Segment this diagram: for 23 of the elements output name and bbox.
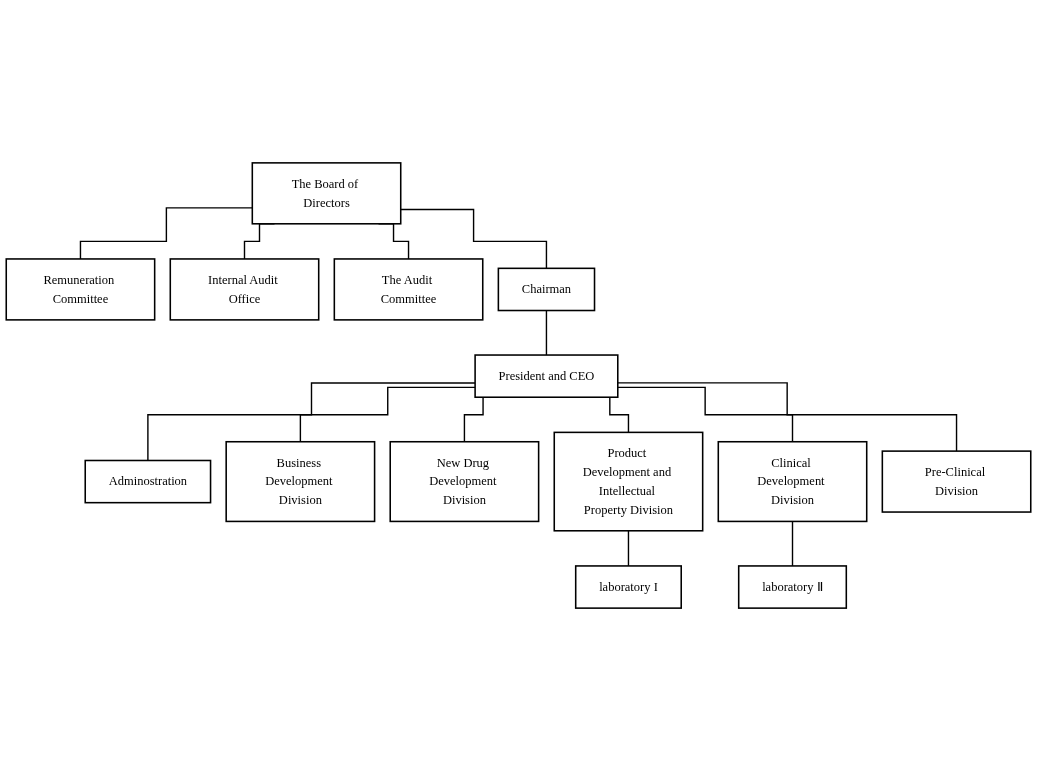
node-box: laboratory Ⅱ <box>737 565 848 609</box>
node-box: New Drug Development Division <box>389 440 540 523</box>
node-box: The Board of Directors <box>251 162 402 225</box>
connector <box>617 386 794 443</box>
node-box: Adminostration <box>84 459 212 504</box>
node-box: The Audit Committee <box>333 258 484 321</box>
connector <box>147 382 476 462</box>
connector <box>617 382 958 452</box>
connector <box>299 386 476 443</box>
node-box: Pre-Clinical Division <box>881 450 1032 513</box>
node-box: laboratory I <box>574 565 682 609</box>
connector <box>627 530 630 567</box>
connector <box>545 309 548 356</box>
connector <box>791 520 794 567</box>
node-box: Product Development and Intellectual Property Division <box>553 431 704 532</box>
connector <box>400 208 548 270</box>
node-box: Chairman <box>497 267 596 312</box>
connector <box>79 207 253 260</box>
node-box: Business Development Division <box>225 440 376 523</box>
node-box: Clinical Development Division <box>717 440 868 523</box>
node-box: Internal Audit Office <box>169 258 320 321</box>
node-box: President and CEO <box>474 354 619 398</box>
node-box: Remuneration Committee <box>5 258 156 321</box>
